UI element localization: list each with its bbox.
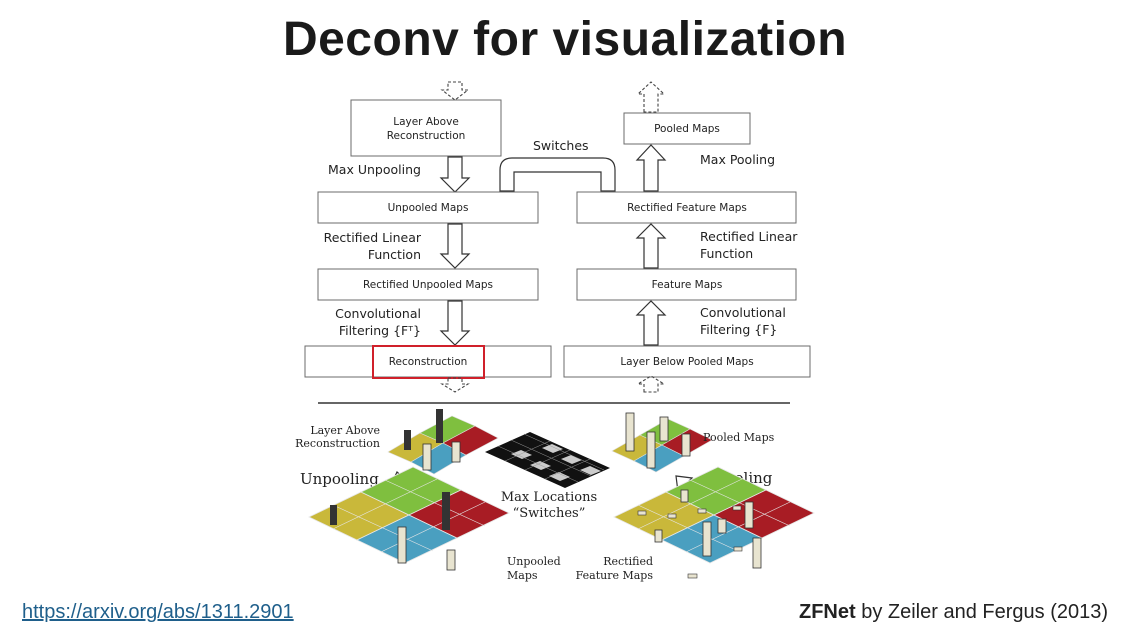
rectified-line2: Feature Maps	[576, 569, 654, 582]
layer-above-line1: Layer Above	[393, 116, 459, 128]
bottom-layer-above-line2: Reconstruction	[295, 437, 380, 450]
unpooling-label: Unpooling	[300, 470, 379, 488]
credit-text: ZFNet by Zeiler and Fergus (2013)	[799, 601, 1108, 624]
paper-link[interactable]: https://arxiv.org/abs/1311.2901	[22, 601, 294, 623]
rectified-feature-maps-box	[576, 191, 797, 224]
max-unpooling-label: Max Unpooling	[328, 162, 421, 177]
dashed-output-arrow-icon	[440, 377, 470, 393]
layer-below-pooled-maps-text: Layer Below Pooled Maps	[620, 356, 753, 368]
layer-above-line2: Reconstruction	[387, 130, 466, 142]
down-arrow-icon	[439, 223, 471, 269]
down-arrow-icon	[439, 300, 471, 346]
conv-label-line2: Filtering {Fᵀ}	[339, 323, 421, 338]
up-arrow-icon	[635, 223, 667, 269]
dashed-up-input-arrow-icon	[636, 375, 666, 393]
max-locations-line2: “Switches”	[513, 506, 586, 521]
right-relu-label-line2: Function	[700, 246, 753, 261]
down-arrow-icon	[439, 156, 471, 193]
unpooled-maps-line1: Unpooled	[507, 555, 561, 568]
small-grid-right	[611, 412, 713, 473]
rectified-unpooled-maps-text: Rectified Unpooled Maps	[363, 279, 493, 291]
big-grid-right	[613, 466, 815, 579]
rectified-line1: Rectified	[603, 555, 653, 568]
relu-label-line1: Rectified Linear	[324, 230, 422, 245]
bottom-pooled-maps-label: Pooled Maps	[703, 431, 775, 444]
credit-bold: ZFNet	[798, 601, 856, 623]
bottom-layer-above-line1: Layer Above	[310, 424, 380, 437]
dashed-input-arrow-icon	[440, 81, 470, 101]
layer-below-pooled-maps-box	[563, 345, 811, 378]
feature-maps-box	[576, 268, 797, 301]
right-relu-label-line1: Rectified Linear	[700, 229, 798, 244]
reconstruction-highlight	[372, 345, 485, 379]
slide-title: Deconv for visualization	[282, 13, 848, 66]
up-arrow-icon	[635, 144, 667, 192]
reconstruction-text: Reconstruction	[389, 356, 468, 368]
max-pooling-label: Max Pooling	[700, 152, 775, 167]
pooled-maps-box	[623, 112, 751, 145]
reconstruction-row-box	[304, 345, 552, 378]
right-conv-label-line2: Filtering {F}	[700, 322, 777, 337]
switches-connector	[499, 157, 616, 192]
dashed-up-output-arrow-icon	[636, 81, 666, 113]
up-arrow-icon	[635, 300, 667, 346]
credit-rest: by Zeiler and Fergus (2013)	[855, 601, 1108, 623]
relu-label-line2: Function	[368, 247, 421, 262]
feature-maps-text: Feature Maps	[652, 279, 723, 291]
switches-label: Switches	[533, 138, 589, 153]
conv-label-line1: Convolutional	[335, 306, 421, 321]
rectified-feature-maps-text: Rectified Feature Maps	[627, 202, 747, 214]
unpooled-maps-box	[317, 191, 539, 224]
layer-above-reconstruction-box	[350, 99, 502, 157]
switches-grid	[485, 432, 610, 488]
deconv-diagram: Layer Above Reconstruction Max Unpooling…	[295, 81, 815, 582]
max-locations-line1: Max Locations	[501, 490, 597, 505]
rectified-unpooled-maps-box	[317, 268, 539, 301]
right-conv-label-line1: Convolutional	[700, 305, 786, 320]
small-grid-left	[387, 409, 499, 475]
big-grid-left	[308, 466, 510, 571]
unpooled-maps-line2: Maps	[507, 569, 538, 582]
pooled-maps-text: Pooled Maps	[654, 123, 720, 135]
unpooled-maps-text: Unpooled Maps	[388, 202, 469, 214]
